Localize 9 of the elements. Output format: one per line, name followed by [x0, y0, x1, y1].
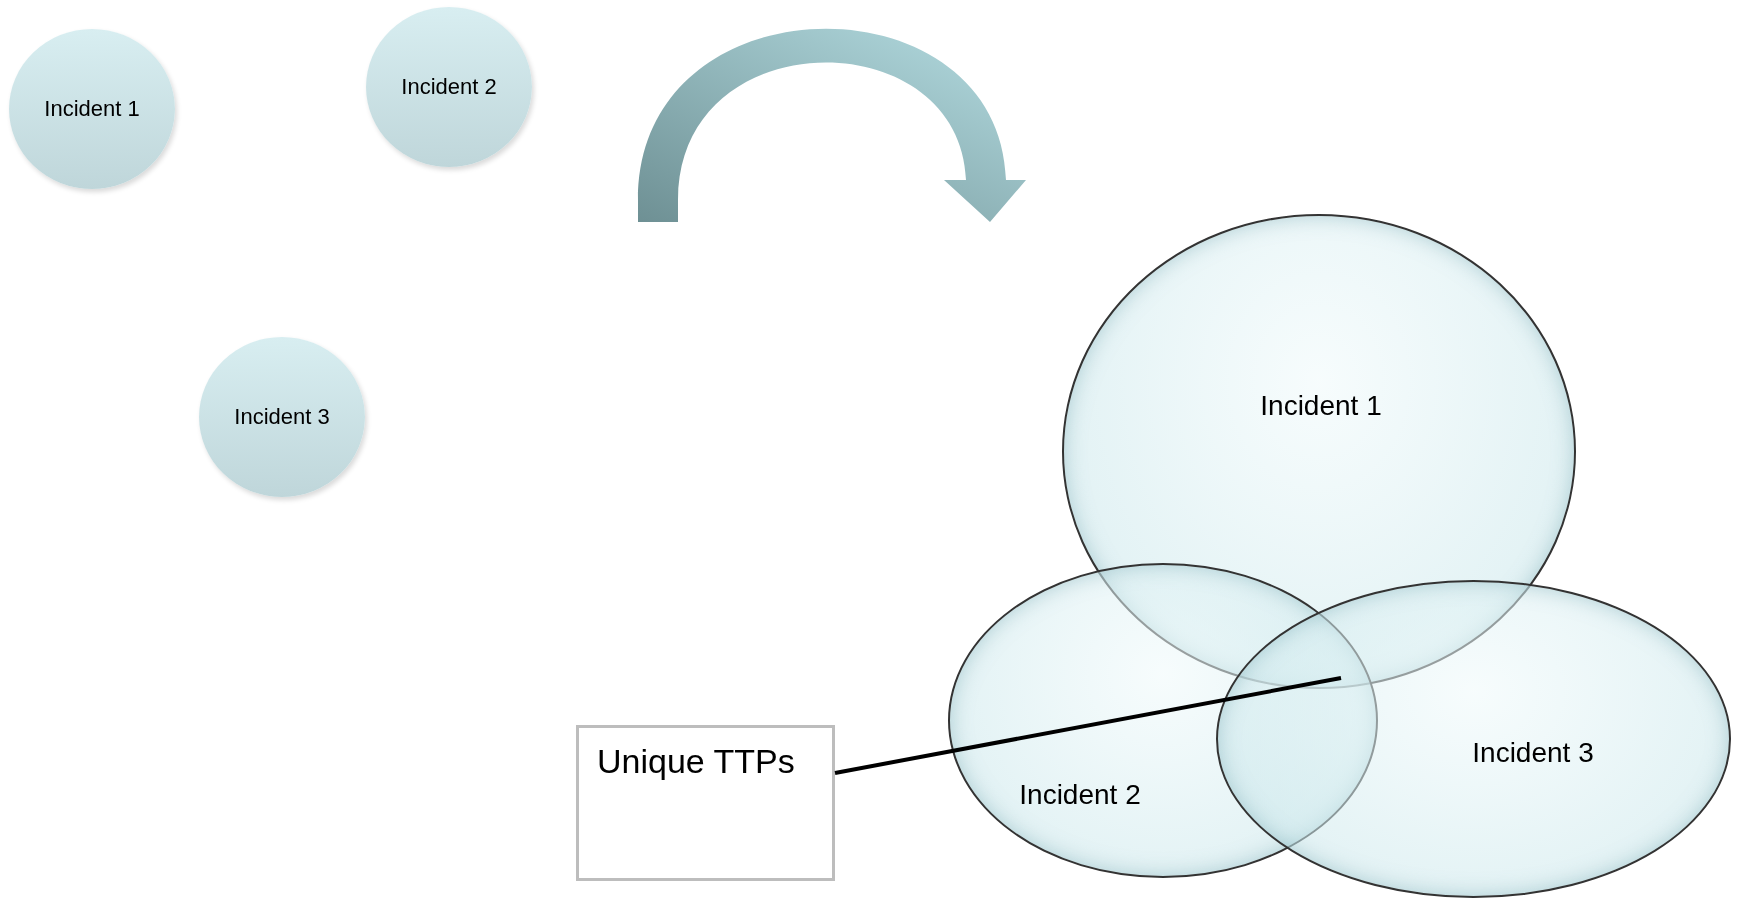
node-label: Incident 2	[1019, 779, 1141, 811]
node-label: Incident 2	[401, 74, 497, 100]
node-label: Unique TTPs	[597, 742, 795, 781]
node-label: Incident 3	[234, 404, 330, 430]
node-label: Incident 1	[44, 96, 140, 122]
node-label: Incident 1	[1260, 390, 1382, 422]
callout-box	[576, 725, 835, 881]
node-label: Incident 3	[1472, 737, 1594, 769]
leader-line	[834, 676, 1342, 775]
